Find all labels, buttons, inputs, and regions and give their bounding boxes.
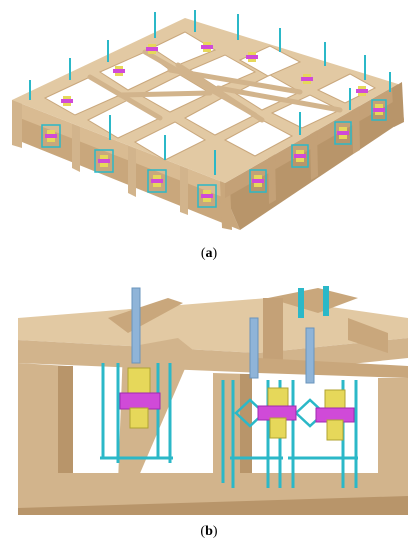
caption-b-close: ) (212, 524, 218, 539)
caption-b-open: ( (200, 524, 206, 539)
frame-front-right-wall (225, 82, 404, 204)
actuator-cell (41, 124, 61, 148)
actuator-cell (201, 42, 213, 52)
rod-frame-left-cell (100, 363, 173, 463)
actuator-cell (246, 52, 258, 62)
actuator-cell (371, 99, 387, 121)
actuator-cell (146, 44, 158, 54)
actuator-right-1 (257, 387, 297, 439)
actuator-cell (61, 96, 73, 106)
actuator-cell (301, 74, 313, 84)
frame-left-post (18, 363, 73, 508)
caption-b-letter: b (205, 524, 213, 539)
caption-b: (b) (0, 524, 418, 540)
frame-front-left-wall (12, 100, 232, 230)
actuator-cell (291, 144, 309, 168)
frame-back-structure (108, 288, 388, 368)
caption-a-open: ( (200, 246, 206, 261)
actuator-cell (94, 149, 114, 173)
lattice-diagonal-struts (87, 49, 343, 123)
spindles-b (131, 286, 329, 384)
actuator-cell (197, 184, 217, 208)
caption-a-letter: a (205, 246, 213, 261)
actuator-right-2 (315, 389, 355, 441)
actuator-cell (356, 86, 368, 96)
figure-a-isometric-frame (12, 10, 404, 230)
actuator-cells-a (41, 42, 387, 208)
caption-a: (a) (0, 246, 418, 262)
rod-spindles-a (29, 10, 391, 175)
actuator-cell (113, 66, 125, 76)
frame-horizontal-bar (258, 358, 408, 378)
actuator-cell (249, 169, 267, 193)
caption-a-close: ) (212, 246, 218, 261)
actuator-left (119, 367, 161, 429)
figure-b-closeup-frame (18, 278, 408, 515)
actuator-cell (334, 121, 352, 145)
frame-right-post (378, 378, 408, 503)
frame-lower-beam (18, 473, 408, 515)
actuator-cell (147, 169, 167, 193)
